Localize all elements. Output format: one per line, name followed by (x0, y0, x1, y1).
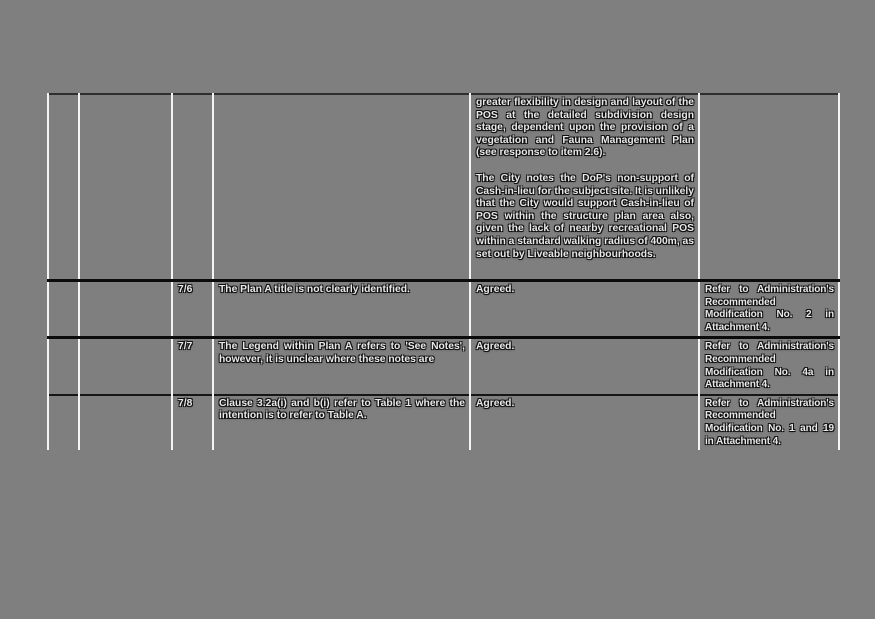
margin-cell (79, 278, 173, 338)
item-number-cell (172, 94, 214, 281)
margin-cell (47, 94, 80, 281)
comment-cell: Clause 3.2a(i) and b(i) refer to Table 1… (213, 393, 471, 451)
table-row: 7/7 The Legend within Plan A refers to '… (47, 336, 840, 395)
document-table: greater flexibility in design and layout… (47, 93, 840, 451)
item-number: 7/8 (178, 397, 193, 409)
margin-cell (47, 278, 80, 338)
schedule-table: greater flexibility in design and layout… (47, 93, 840, 451)
recommendation-cell: Refer to Administration's Recommended Mo… (699, 393, 840, 451)
response-cell: Agreed. (470, 336, 700, 395)
response-text: Agreed. (476, 284, 515, 295)
response-paragraph: The City notes the DoP's non-support of … (476, 172, 695, 260)
margin-cell (79, 94, 173, 281)
recommendation-text: Refer to Administration's Recommended Mo… (705, 341, 834, 391)
comment-text: The Legend within Plan A refers to 'See … (219, 341, 465, 365)
recommendation-text: Refer to Administration's Recommended Mo… (705, 397, 834, 447)
response-paragraph: greater flexibility in design and layout… (476, 97, 694, 159)
item-number-cell: 7/8 (172, 393, 214, 451)
recommendation-text: Refer to Administration's Recommended Mo… (705, 284, 834, 333)
response-cell: Agreed. (470, 393, 700, 451)
table-row: 7/6 The Plan A title is not clearly iden… (47, 278, 840, 338)
response-cell: greater flexibility in design and layout… (470, 94, 700, 281)
item-number: 7/6 (178, 284, 193, 295)
margin-cell (79, 393, 173, 451)
comment-text: Clause 3.2a(i) and b(i) refer to Table 1… (219, 397, 465, 422)
response-text: Agreed. (476, 341, 515, 353)
recommendation-cell: Refer to Administration's Recommended Mo… (699, 336, 840, 395)
recommendation-cell: Refer to Administration's Recommended Mo… (699, 278, 840, 338)
response-text: Agreed. (476, 397, 515, 409)
margin-cell (79, 336, 173, 395)
item-number-cell: 7/7 (172, 336, 214, 395)
margin-cell (47, 336, 80, 395)
table-row: greater flexibility in design and layout… (47, 94, 840, 281)
comment-text: The Plan A title is not clearly identifi… (219, 284, 410, 295)
comment-cell (213, 94, 471, 281)
recommendation-cell (699, 94, 840, 281)
item-number: 7/7 (178, 341, 193, 353)
comment-cell: The Legend within Plan A refers to 'See … (213, 336, 471, 395)
response-cell: Agreed. (470, 278, 700, 338)
table-row: 7/8 Clause 3.2a(i) and b(i) refer to Tab… (47, 393, 840, 451)
margin-cell (47, 393, 80, 451)
comment-cell: The Plan A title is not clearly identifi… (213, 278, 471, 338)
item-number-cell: 7/6 (172, 278, 214, 338)
